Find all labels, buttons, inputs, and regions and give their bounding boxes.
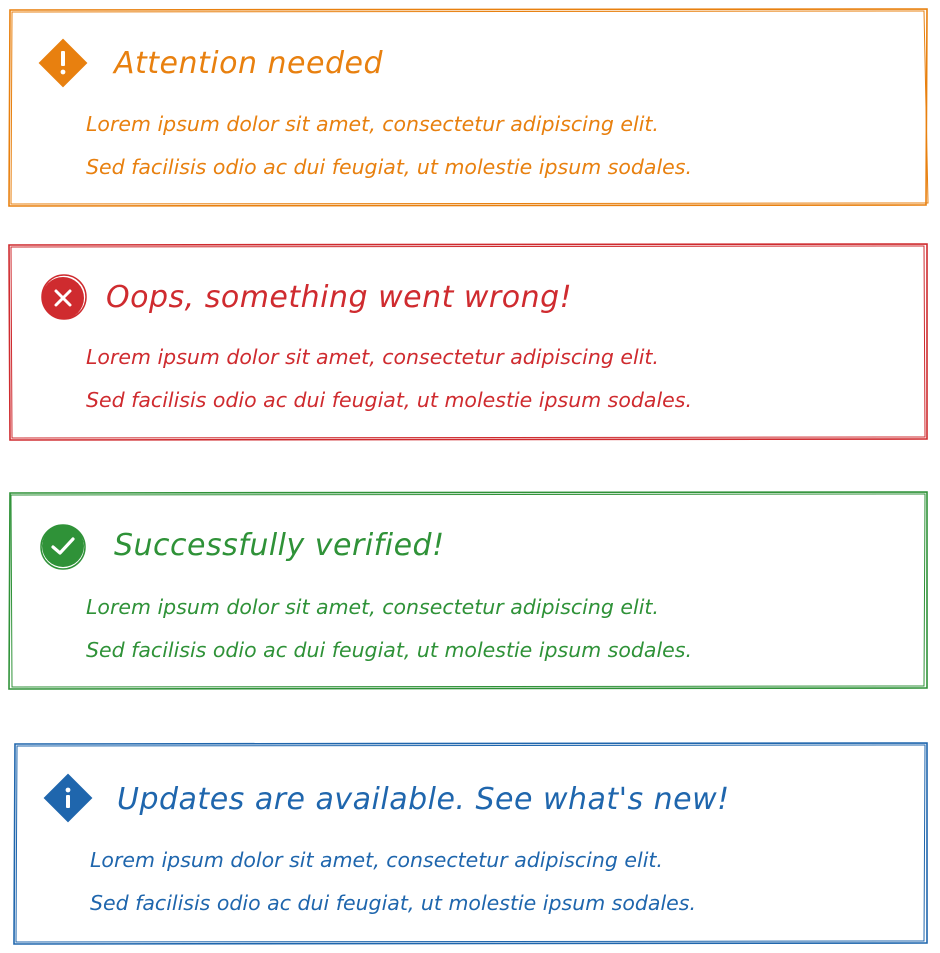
alert-warning: Attention needed Lorem ipsum dolor sit a… bbox=[8, 8, 929, 207]
alert-message-line: Sed facilisis odio ac dui feugiat, ut mo… bbox=[86, 155, 692, 179]
alert-title: Attention needed bbox=[114, 46, 383, 81]
alert-message-line: Sed facilisis odio ac dui feugiat, ut mo… bbox=[90, 891, 696, 915]
alert-title: Oops, something went wrong! bbox=[106, 280, 573, 315]
x-circle-icon bbox=[36, 271, 90, 325]
alert-message: Lorem ipsum dolor sit amet, consectetur … bbox=[86, 586, 692, 672]
alert-message: Lorem ipsum dolor sit amet, consectetur … bbox=[90, 839, 696, 925]
alert-border bbox=[8, 8, 929, 207]
alert-message: Lorem ipsum dolor sit amet, consectetur … bbox=[86, 336, 692, 422]
alert-message: Lorem ipsum dolor sit amet, consectetur … bbox=[86, 103, 692, 189]
alert-message-line: Lorem ipsum dolor sit amet, consectetur … bbox=[86, 112, 659, 136]
alert-message-line: Lorem ipsum dolor sit amet, consectetur … bbox=[90, 848, 663, 872]
alert-message-line: Sed facilisis odio ac dui feugiat, ut mo… bbox=[86, 638, 692, 662]
alert-border bbox=[8, 243, 928, 441]
alert-title: Successfully verified! bbox=[114, 528, 445, 563]
exclamation-diamond-icon bbox=[36, 36, 90, 90]
checkmark-circle-icon bbox=[36, 519, 90, 573]
alert-message-line: Lorem ipsum dolor sit amet, consectetur … bbox=[86, 345, 659, 369]
alert-info: Updates are available. See what's new! L… bbox=[13, 742, 929, 945]
alert-message-line: Sed facilisis odio ac dui feugiat, ut mo… bbox=[86, 388, 692, 412]
alert-message-line: Lorem ipsum dolor sit amet, consectetur … bbox=[86, 595, 659, 619]
alert-border bbox=[13, 742, 928, 945]
alert-success: Successfully verified! Lorem ipsum dolor… bbox=[8, 491, 929, 690]
alert-border bbox=[8, 491, 928, 690]
info-diamond-icon bbox=[41, 771, 95, 825]
alert-error: Oops, something went wrong! Lorem ipsum … bbox=[8, 243, 929, 441]
alert-title: Updates are available. See what's new! bbox=[117, 782, 730, 817]
